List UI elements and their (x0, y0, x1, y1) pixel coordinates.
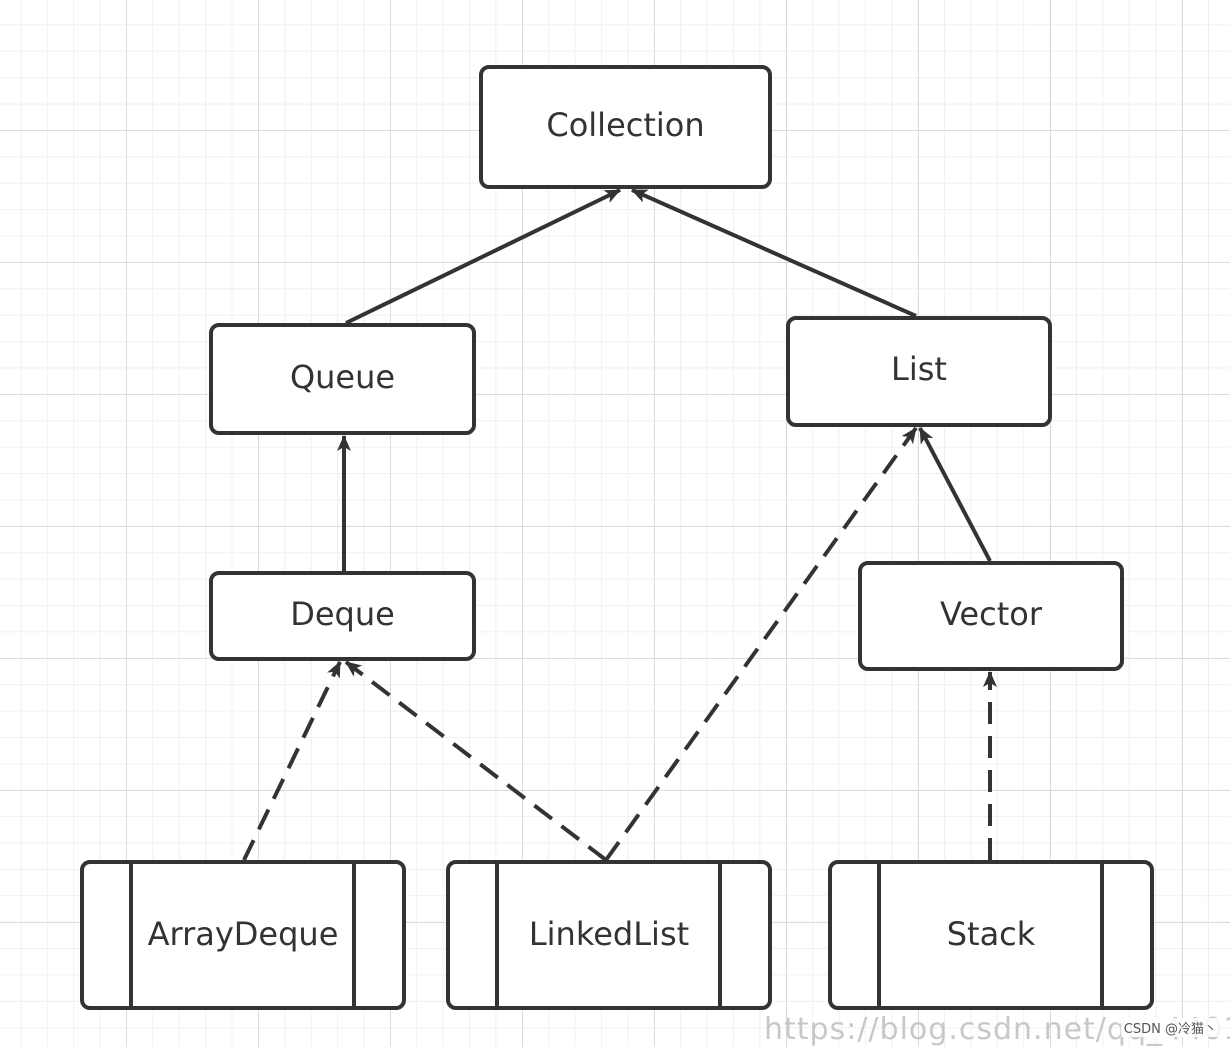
node-stack: Stack (828, 860, 1154, 1010)
node-label-queue: Queue (290, 358, 395, 396)
node-vector: Vector (858, 561, 1124, 671)
node-queue: Queue (209, 323, 476, 435)
node-box (479, 65, 772, 189)
node-label-collection: Collection (546, 106, 704, 144)
node-label-vector: Vector (940, 595, 1043, 633)
edge-list-to-collection (631, 188, 917, 318)
node-collection: Collection (479, 65, 772, 189)
node-linkedlist: LinkedList (446, 860, 772, 1010)
node-label-arraydeque: ArrayDeque (148, 915, 339, 953)
node-box (209, 571, 476, 661)
node-box (828, 860, 1154, 1010)
edge-linkedlist-to-deque (344, 660, 608, 862)
edges (242, 188, 997, 862)
node-label-list: List (891, 350, 947, 388)
node-box (209, 323, 476, 435)
edge-queue-to-collection (345, 188, 621, 325)
node-box (80, 860, 406, 1010)
node-label-linkedlist: LinkedList (529, 915, 689, 953)
watermark-tag: CSDN @冷猫丶 (1120, 1018, 1220, 1037)
node-box (446, 860, 772, 1010)
edge-arraydeque-to-deque (242, 661, 342, 861)
edge-linkedlist-to-list (604, 426, 918, 862)
edge-vector-to-list (918, 427, 992, 562)
node-label-deque: Deque (290, 595, 395, 633)
node-label-stack: Stack (947, 915, 1036, 953)
node-box (858, 561, 1124, 671)
node-arraydeque: ArrayDeque (80, 860, 406, 1010)
node-list: List (786, 316, 1052, 427)
node-deque: Deque (209, 571, 476, 661)
node-box (786, 316, 1052, 427)
